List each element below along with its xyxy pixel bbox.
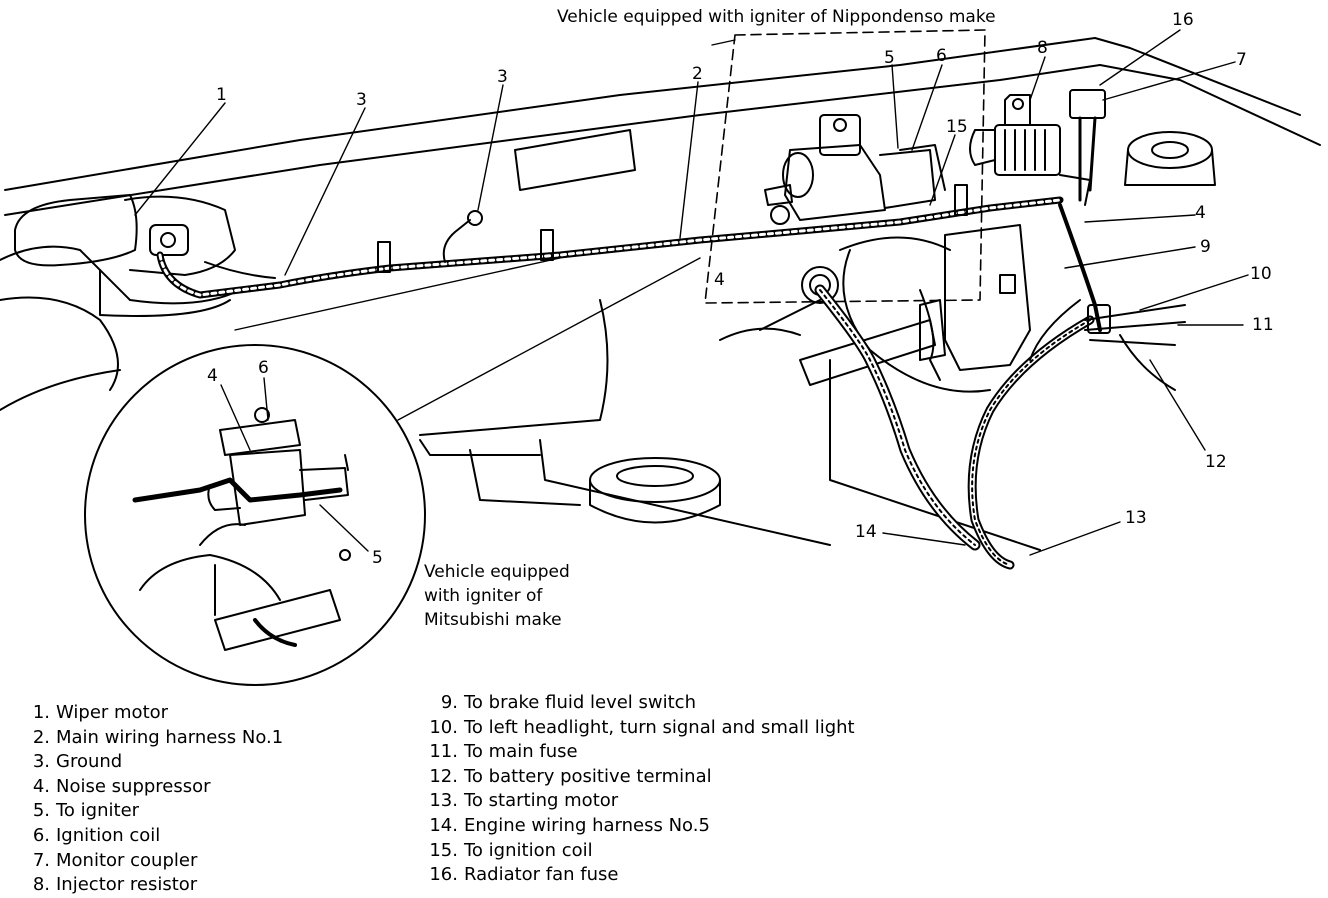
- callout-4-center: 4: [714, 270, 725, 290]
- legend-item-text: Ground: [56, 751, 123, 773]
- legend-item-number: 8.: [32, 874, 50, 896]
- mitsubishi-inset: [84, 257, 701, 686]
- nippondenso-caption: Vehicle equipped with igniter of Nippond…: [557, 7, 996, 27]
- legend-item-number: 6.: [32, 824, 50, 846]
- legend-item-number: 1.: [32, 702, 50, 723]
- legend-item: 4. Noise suppressor: [20, 775, 283, 800]
- legend-item-text: To left headlight, turn signal and small…: [464, 716, 855, 738]
- strut-tower: [1124, 131, 1216, 186]
- callout-3-right: 3: [497, 67, 508, 87]
- body-outline: [0, 37, 1321, 551]
- legend-item-number: 9.: [440, 692, 458, 713]
- legend-item-text: Injector resistor: [56, 874, 198, 896]
- legend-item: 14. Engine wiring harness No.5: [428, 814, 855, 839]
- legend-item-number: 7.: [32, 849, 50, 871]
- legend-item: 10. To left headlight, turn signal and sm…: [428, 716, 855, 741]
- nippondenso-region-outline: [704, 29, 986, 304]
- legend-item-text: To igniter: [56, 800, 140, 822]
- legend-item-text: Noise suppressor: [56, 775, 211, 797]
- callout-14: 14: [855, 522, 877, 542]
- monitor-coupler: [1059, 89, 1106, 206]
- legend-item: 16. Radiator fan fuse: [428, 863, 855, 888]
- brake-pipes: [719, 266, 946, 386]
- callout-13: 13: [1125, 508, 1147, 528]
- legend-item-text: To starting motor: [464, 790, 619, 812]
- legend-item-text: To brake fluid level switch: [464, 692, 696, 713]
- legend-item: 15. To ignition coil: [428, 839, 855, 864]
- legend-item-number: 11.: [429, 741, 458, 763]
- callout-7: 7: [1236, 50, 1247, 70]
- callout-1: 1: [216, 85, 227, 105]
- legend-item: 5. To igniter: [20, 799, 283, 824]
- legend-item-text: To main fuse: [464, 741, 578, 763]
- mitsubishi-caption-line-1: Vehicle equipped: [424, 562, 570, 582]
- radiator-cap: [589, 457, 721, 524]
- ignition-coil: [764, 114, 946, 225]
- main-wiring-harness: [156, 184, 1064, 299]
- legend-item-number: 15.: [429, 839, 458, 861]
- legend-item-number: 14.: [429, 814, 458, 836]
- legend-item: 8. Injector resistor: [20, 873, 283, 898]
- legend-item: 3. Ground: [20, 750, 283, 775]
- legend-item-text: To battery positive terminal: [464, 765, 712, 787]
- leader-lines: [134, 29, 1249, 556]
- legend-item: 13. To starting motor: [428, 789, 855, 814]
- callout-5: 5: [884, 48, 895, 68]
- injector-resistor: [969, 94, 1061, 176]
- legend-right: 9. To brake fluid level switch 10. To left…: [428, 691, 855, 888]
- legend-left: 1. Wiper motor 2. Main wiring harness No.1…: [20, 701, 283, 898]
- legend-item-text: Engine wiring harness No.5: [464, 814, 710, 836]
- engine-harness-and-cables: [814, 203, 1186, 570]
- legend-item-number: 4.: [32, 775, 50, 797]
- legend-item-number: 12.: [429, 765, 458, 787]
- callout-8: 8: [1037, 38, 1048, 58]
- callout-12: 12: [1205, 452, 1227, 472]
- legend-item-text: Monitor coupler: [56, 849, 198, 871]
- inset-callout-6: 6: [258, 358, 269, 378]
- callout-2: 2: [692, 64, 703, 84]
- legend-item-text: Radiator fan fuse: [464, 864, 619, 886]
- inset-callout-4: 4: [207, 366, 218, 386]
- legend-item: 7. Monitor coupler: [20, 849, 283, 874]
- cowl-panel: [514, 129, 636, 191]
- callout-11: 11: [1252, 315, 1274, 335]
- legend-item-number: 2.: [32, 726, 50, 748]
- legend-item: 12. To battery positive terminal: [428, 765, 855, 790]
- legend-item-text: To ignition coil: [464, 839, 593, 861]
- inset-callout-5: 5: [372, 548, 383, 568]
- callout-9: 9: [1200, 237, 1211, 257]
- legend-item-number: 16.: [429, 864, 458, 886]
- mitsubishi-caption-line-3: Mitsubishi make: [424, 610, 562, 630]
- wiper-motor: [14, 194, 236, 317]
- callout-10: 10: [1250, 264, 1272, 284]
- legend-item: 11. To main fuse: [428, 740, 855, 765]
- callout-3-left: 3: [356, 90, 367, 110]
- legend-item-text: Main wiring harness No.1: [56, 726, 284, 748]
- legend-item-number: 13.: [429, 790, 458, 812]
- legend-item-text: Wiper motor: [56, 702, 169, 723]
- callout-4-right: 4: [1195, 203, 1206, 223]
- legend-item-text: Ignition coil: [56, 824, 161, 846]
- legend-item-number: 10.: [429, 716, 458, 738]
- mitsubishi-caption: Vehicle equipped with igniter of Mitsubi…: [424, 560, 570, 632]
- callout-6: 6: [936, 46, 947, 66]
- mitsubishi-caption-line-2: with igniter of: [424, 586, 543, 606]
- callout-16: 16: [1172, 10, 1194, 30]
- legend-item-number: 5.: [32, 800, 50, 822]
- legend-item-number: 3.: [32, 751, 50, 773]
- legend-item: 2. Main wiring harness No.1: [20, 726, 283, 751]
- legend-item: 6. Ignition coil: [20, 824, 283, 849]
- legend-item: 1. Wiper motor: [20, 701, 283, 726]
- callout-15: 15: [946, 117, 968, 137]
- legend-item: 9. To brake fluid level switch: [428, 691, 855, 716]
